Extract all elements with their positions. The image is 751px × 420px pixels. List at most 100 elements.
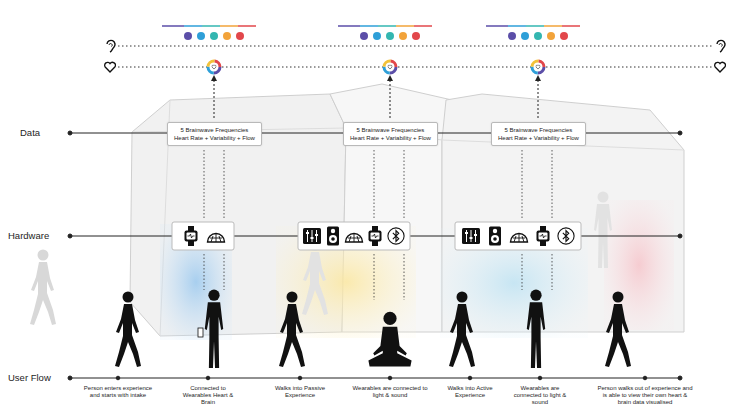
color-wheel-part-part (532, 61, 544, 73)
hardware-box-part (208, 234, 225, 242)
row-line-part (678, 376, 682, 380)
person-figure-part (527, 290, 545, 368)
hardware-box-part (327, 227, 339, 246)
brainwave-strip-part-part (534, 32, 542, 40)
brainwave-strip-part-part (197, 32, 205, 40)
ghost-figures-part (594, 192, 612, 269)
color-wheel-part-part (532, 61, 544, 73)
box-heading: 5 Brainwave Frequencies (350, 126, 431, 134)
brainwave-strip-part-part (544, 25, 562, 27)
brainwave-strip-part-part (508, 25, 526, 27)
step-caption: Wearables are connected to light & sound (507, 385, 573, 407)
data-visual-part (715, 62, 726, 72)
row-label: User Flow (8, 372, 51, 383)
brainwave-strip-part-part (162, 25, 184, 27)
box-heading: 5 Brainwave Frequencies (174, 126, 255, 134)
row-line-part (206, 376, 210, 380)
color-wheel-part-part (208, 61, 220, 73)
brainwave-strip-part-part (373, 32, 381, 40)
dotted-arrow-part (390, 78, 391, 118)
color-wheel-part-part (208, 61, 220, 73)
brainwave-strip-part-part (521, 32, 529, 40)
color-wheel-part (207, 60, 221, 74)
color-wheel-part-part (208, 61, 220, 73)
data-visual-part (105, 62, 116, 72)
color-wheel-part-part (384, 61, 396, 73)
brainwave-strip-part (486, 26, 580, 40)
brainwave-strip (162, 26, 580, 40)
hardware-box-part (185, 226, 198, 246)
row-label: Hardware (8, 230, 49, 241)
brainwave-strip-part-part (414, 25, 432, 27)
data-box: 5 Brainwave FrequenciesHeart Rate + Vari… (343, 122, 438, 146)
hardware-box-part (558, 228, 574, 244)
data-box: 5 Brainwave FrequenciesHeart Rate + Vari… (167, 122, 262, 146)
brainwave-strip-part-part (547, 32, 555, 40)
brainwave-strip-part-part (338, 25, 360, 27)
dotted-arrow-part (538, 78, 539, 118)
color-wheel (207, 60, 545, 74)
brainwave-strip-part-part (378, 25, 396, 27)
row-line-part (388, 376, 392, 380)
dotted-arrow-part (214, 78, 215, 118)
step-caption: Person walks out of experience and is ab… (597, 385, 693, 407)
data-box: 5 Brainwave FrequenciesHeart Rate + Vari… (491, 122, 586, 146)
step-caption: Walks into Active Experience (440, 385, 500, 399)
data-visual-part (717, 40, 725, 52)
color-wheel-part-part (532, 61, 544, 73)
brainwave-strip-part-part (210, 32, 218, 40)
brainwave-strip-part-part (562, 25, 580, 27)
person-figure-part (368, 312, 411, 367)
brainwave-strip-part-part (508, 32, 516, 40)
person-figure-part (205, 290, 223, 368)
color-wheel-part-part (208, 61, 220, 73)
color-wheel-part-part (388, 65, 392, 69)
color-wheel-part-part (384, 61, 396, 73)
brainwave-strip-part-part (360, 25, 378, 27)
person-figure (115, 290, 631, 368)
brainwave-strip-part-part (238, 25, 256, 27)
color-wheel-part-part (384, 61, 396, 73)
color-wheel-part-part (531, 60, 545, 74)
brainwave-strip-part-part (399, 32, 407, 40)
color-wheel-part-part (532, 61, 544, 73)
brainwave-strip-part-part (412, 32, 420, 40)
hardware-box-part (489, 227, 501, 246)
color-wheel-part-part (536, 65, 540, 69)
box-heading: 5 Brainwave Frequencies (498, 126, 579, 134)
step-caption: Person enters experience and starts with… (82, 385, 154, 399)
dotted-arrow (214, 78, 538, 118)
step-caption: Walks into Passive Experience (269, 385, 331, 399)
person-figure-part (115, 292, 141, 368)
hardware-box-part (455, 222, 581, 250)
brainwave-strip-part (162, 26, 256, 40)
brainwave-strip-part-part (560, 32, 568, 40)
row-line-part (116, 376, 120, 380)
hardware-box (172, 222, 581, 250)
box-body: Heart Rate + Variability + Flow (350, 134, 431, 142)
ghost-figures-part (302, 240, 328, 316)
person-figure-part (198, 328, 203, 337)
color-wheel-part (383, 60, 397, 74)
brainwave-strip-part-part (486, 25, 508, 27)
brainwave-strip-part (338, 26, 432, 40)
hardware-box-part (388, 228, 404, 244)
row-line (68, 131, 682, 380)
hardware-box-part (369, 226, 382, 246)
brainwave-strip-part-part (526, 25, 544, 27)
data-visual (105, 40, 726, 72)
row-line-part (298, 376, 302, 380)
hardware-box-part (298, 222, 410, 250)
color-wheel-part-part (212, 65, 216, 69)
color-wheel-part-part (383, 60, 397, 74)
brainwave-strip-part-part (360, 32, 368, 40)
brainwave-strip-part-part (236, 32, 244, 40)
hardware-box-part (511, 234, 528, 242)
ghost-figures (30, 250, 56, 326)
data-visual-part (107, 40, 115, 52)
row-line-part (70, 378, 680, 379)
brainwave-strip-part-part (396, 25, 414, 27)
row-label: Data (20, 127, 40, 138)
row-line-part (68, 234, 72, 238)
